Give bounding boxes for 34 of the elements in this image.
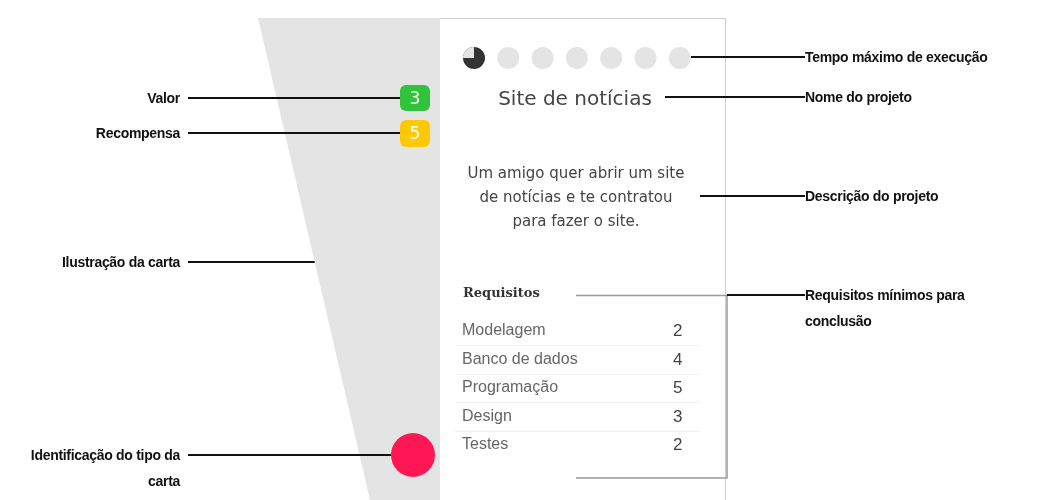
requirement-value: 3 [673,406,683,427]
requirement-name: Banco de dados [462,349,578,368]
requirement-name: Testes [462,435,509,454]
card-panel [440,18,726,500]
callout-label: Identificação do tipo da carta [20,442,180,494]
callout-label: Valor [60,85,180,111]
requirement-value: 4 [673,349,683,370]
project-title: Site de notícias [485,83,665,113]
callout-label: Requisitos mínimos para conclusão [805,282,1025,334]
project-description: Um amigo quer abrir um site de notícias e te contratou para fazer o site. [452,161,700,233]
leader-line [187,261,316,263]
leader-line [664,96,806,98]
leader-line [187,454,392,456]
reward-badge: 5 [400,120,430,147]
callout-label: Descrição do projeto [805,183,1025,209]
callout-label: Recompensa [40,120,180,146]
leader-line [726,294,806,296]
requirement-value: 2 [673,435,683,456]
requirement-name: Modelagem [462,321,546,339]
leader-line [187,132,401,134]
leader-line [699,195,806,197]
leader-line [187,97,401,99]
leader-line [690,56,806,58]
requirement-value: 2 [673,321,683,341]
callout-label: Nome do projeto [805,84,1005,110]
timer-icon [463,47,691,69]
requirement-value: 5 [673,378,683,399]
illustration-area [258,18,440,500]
table-heading: Requisitos [463,285,540,300]
callout-label: Tempo máximo de execução [805,44,1064,70]
requirement-name: Programação [462,378,559,397]
callout-label: Ilustração da carta [0,249,180,275]
requirement-name: Design [462,406,512,425]
value-badge: 3 [400,85,430,111]
